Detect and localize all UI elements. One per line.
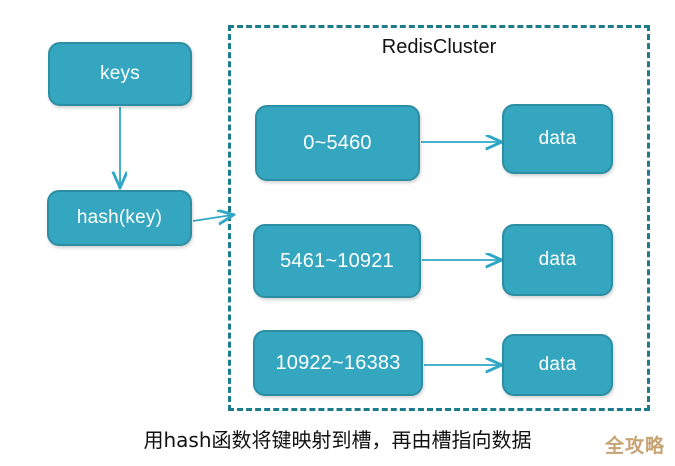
node-keys-label: keys <box>100 63 140 84</box>
node-data-1[interactable]: data <box>502 224 613 296</box>
node-slot-range-0-label: 0~5460 <box>303 131 372 154</box>
node-slot-range-1-label: 5461~10921 <box>280 249 394 272</box>
node-slot-range-2-label: 10922~16383 <box>275 351 401 374</box>
node-slot-range-1[interactable]: 5461~10921 <box>253 224 421 298</box>
node-data-1-label: data <box>538 249 577 270</box>
node-slot-range-2[interactable]: 10922~16383 <box>253 330 423 396</box>
node-hash-key[interactable]: hash(key) <box>47 190 192 246</box>
node-data-2[interactable]: data <box>502 334 613 396</box>
node-slot-range-0[interactable]: 0~5460 <box>255 105 420 181</box>
redis-cluster-title: RedisCluster <box>381 36 497 58</box>
arrow-hash-to-cluster <box>192 215 232 221</box>
node-data-2-label: data <box>538 354 577 375</box>
diagram-caption: 用hash函数将键映射到槽，再由槽指向数据 <box>143 428 532 452</box>
node-data-0[interactable]: data <box>502 104 613 174</box>
node-data-0-label: data <box>538 128 577 149</box>
node-hash-key-label: hash(key) <box>76 207 163 228</box>
watermark-label: 全攻略 <box>604 435 665 457</box>
node-keys[interactable]: keys <box>48 42 192 106</box>
